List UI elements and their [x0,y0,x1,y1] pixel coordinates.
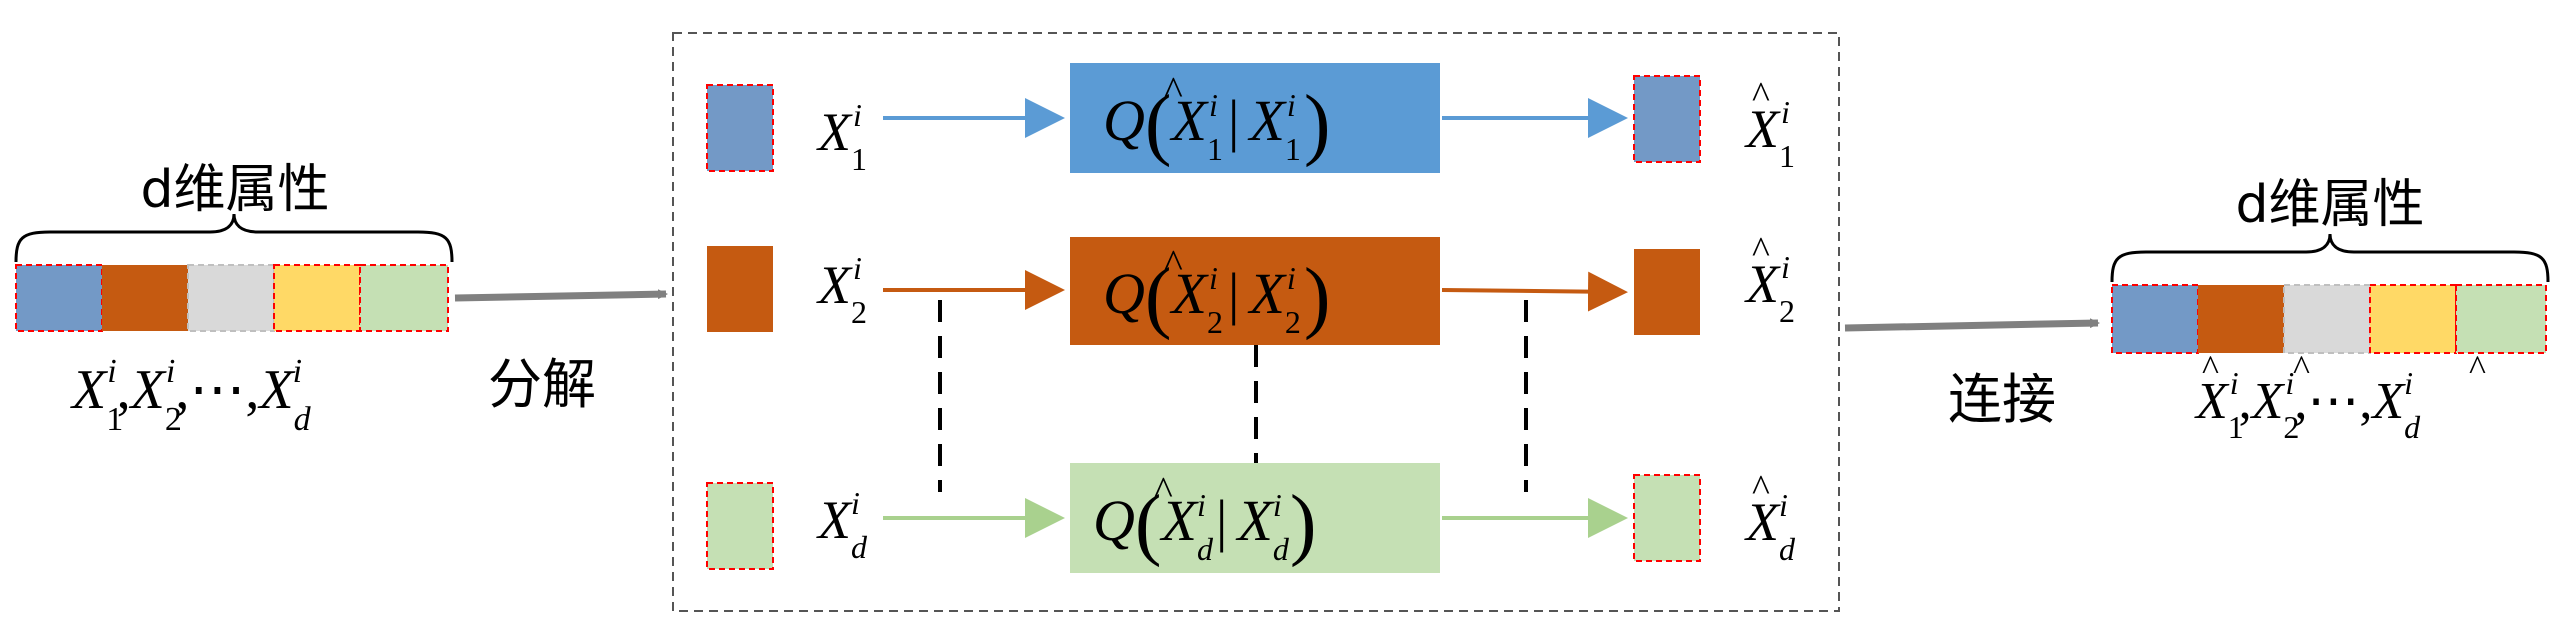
row2-input-cell [707,246,773,332]
row2-out-arrow [1441,271,1628,312]
output-cell-blue [2111,284,2199,354]
output-color-strip [2111,284,2547,354]
split-arrow [454,289,668,302]
output-curly-brace [2110,233,2550,283]
input-cell-gray [187,264,275,332]
row1-quantizer-formula: Q(X1i|X1i) [1103,80,1330,168]
rowd-hat: ^ [1154,468,1173,513]
input-cell-green [359,264,449,332]
row2-quantizer-formula: Q(X2i|X2i) [1103,253,1330,341]
output-cell-orange [2198,285,2284,353]
row2-output-hat: ^ [1752,230,1770,272]
split-label: 分解 [488,353,596,416]
quantizer-row-1: X1i Q(X1i|X1i) ^ X1i ^ [706,63,1795,177]
rowd-input-cell [706,482,774,570]
quantizer-row-2: X2i Q(X2i|X2i) ^ X2i ^ [707,230,1795,345]
rowd-quantizer-box [1070,463,1440,573]
output-hat-2: ^ [2293,348,2310,388]
input-brace-label: d维属性 [140,160,329,220]
row1-hat: ^ [1164,68,1183,113]
input-variables-label: X1i,X2i,⋯,Xdi [70,353,312,438]
output-cell-green [2455,284,2547,354]
output-attribute-group: d维属性 X1i,X2i,⋯,Xdi ^ ^ ^ [2110,175,2550,445]
quantizer-container [672,32,1840,612]
output-cell-yellow [2369,284,2457,354]
input-curly-brace [14,213,454,263]
rowd-input-var: Xdi [816,485,868,565]
row1-quantizer-box [1070,63,1440,173]
input-cell-blue [15,264,103,332]
row2-output-cell [1634,249,1700,335]
input-cell-orange [102,265,188,331]
ellipsis-connectors [938,300,1528,492]
row2-quantizer-box [1070,237,1440,345]
output-hat-1: ^ [2202,348,2219,388]
output-hat-d: ^ [2469,348,2486,388]
input-cell-yellow [273,264,361,332]
input-attribute-group: d维属性 X1i,X2i,⋯,Xdi [14,160,454,438]
row1-input-cell [706,84,774,172]
row2-input-var: X2i [816,250,867,330]
row1-output-hat: ^ [1752,75,1770,117]
join-arrow [1844,318,2100,332]
row2-hat: ^ [1164,241,1183,286]
input-color-strip [15,264,449,332]
row1-input-var: X1i [816,97,867,177]
output-cell-gray [2283,284,2371,354]
row1-output-cell [1633,75,1701,163]
join-label: 连接 [1948,368,2056,431]
row2-output-var: X2i [1744,249,1795,329]
rowd-output-cell [1633,474,1701,562]
row1-output-var: X1i [1744,94,1795,174]
quantizer-row-d: Xdi Q(Xdi|Xdi) ^ Xdi ^ [706,463,1796,573]
rowd-output-var: Xdi [1744,487,1796,567]
rowd-quantizer-formula: Q(Xdi|Xdi) [1093,480,1316,568]
output-variables-label: X1i,X2i,⋯,Xdi [2194,365,2421,445]
rowd-output-hat: ^ [1752,468,1770,510]
output-brace-label: d维属性 [2235,175,2424,235]
